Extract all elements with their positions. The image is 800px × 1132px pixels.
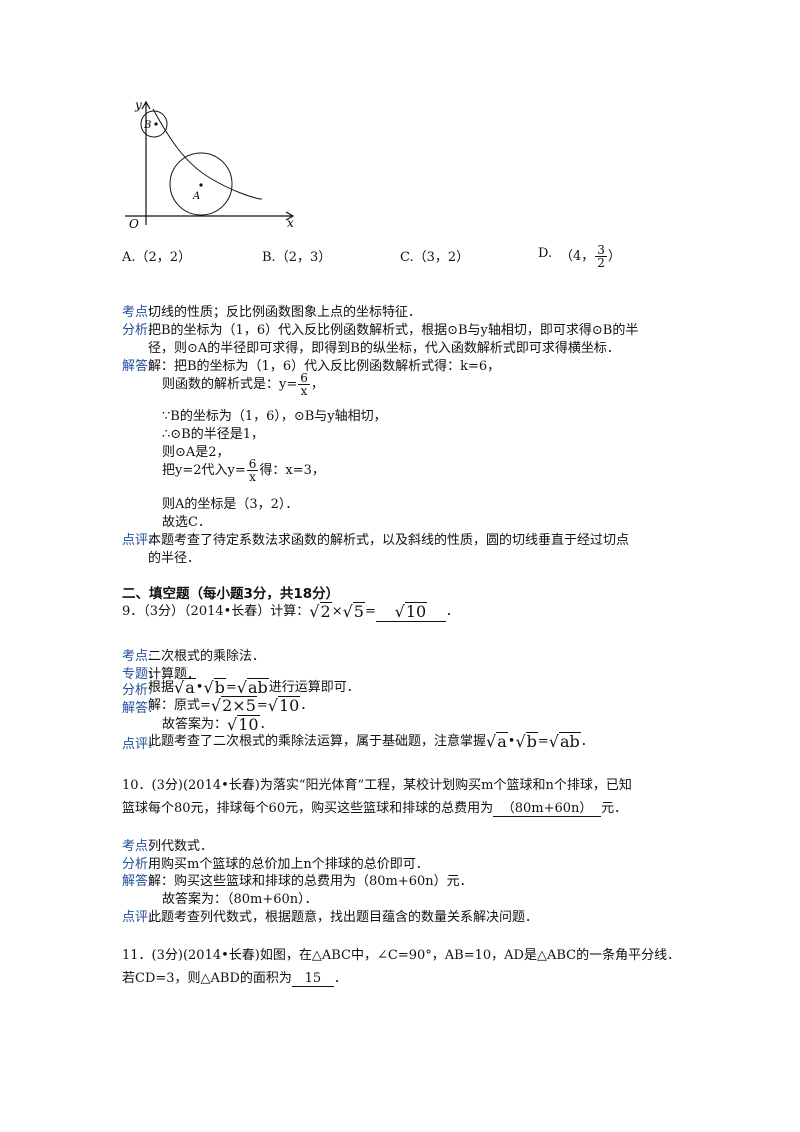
q8-dianping-tag: 点评: <box>122 533 153 548</box>
point-a <box>199 183 203 187</box>
q8-kaodian-tag: 考点: <box>122 305 153 320</box>
q8-jieda-3: ∵B的坐标为（1，6），⊙B与y轴相切， <box>162 409 387 424</box>
q9-fenxi-tag: 分析: <box>122 683 153 698</box>
q9-jieda: 解：原式=√2×5=√10． <box>148 696 314 715</box>
sqrt-2: √2 <box>309 602 332 621</box>
circle-b <box>140 110 168 138</box>
q8-kaodian: 切线的性质；反比例函数图象上点的坐标特征． <box>148 305 422 320</box>
q9-stem: 9．（3分）（2014•长春）计算：√2×√5=√10． <box>122 602 459 622</box>
graph-figure: y x O B A <box>125 98 295 231</box>
q10-jieda-tag: 解答: <box>122 874 153 889</box>
q9-dianping: 此题考查了二次根式的乘除法运算，属于基础题，注意掌握√a•√b=√ab． <box>148 732 594 751</box>
q10-jieda-2: 故答案为：（80m+60n）． <box>162 892 318 907</box>
y-axis-arrow <box>141 100 151 110</box>
q10-dianping-tag: 点评: <box>122 910 153 925</box>
q9-jieda-2: 故答案为：√10． <box>162 715 273 734</box>
option-b: B.（2，3） <box>262 250 332 265</box>
q8-jieda-5: 则⊙A是2， <box>162 445 230 460</box>
q10-fenxi: 用购买m个篮球的总价加上n个排球的总价即可． <box>148 857 429 872</box>
option-a: A.（2，2） <box>122 250 192 265</box>
hyperbola-curve <box>152 108 262 200</box>
q11-answer-blank: 15 <box>291 971 334 987</box>
q9-answer-blank: √10 <box>375 602 446 622</box>
y-label: y <box>134 98 142 112</box>
q10-answer-blank: （80m+60n） <box>493 797 602 817</box>
sqrt-5: √5 <box>342 602 365 621</box>
x-label: x <box>287 216 294 230</box>
q8-jieda-7: 则A的坐标是（3，2）． <box>162 497 299 512</box>
option-c: C.（3，2） <box>400 250 470 265</box>
q10-stem-2: 篮球每个80元，排球每个60元，购买这些篮球和排球的总费用为（80m+60n）元… <box>122 797 627 817</box>
q10-dianping: 此题考查列代数式，根据题意，找出题目蕴含的数量关系解决问题． <box>148 910 539 925</box>
q11-stem-1: 11．(3分)(2014•长春)如图，在△ABC中，∠C=90°，AB=10，A… <box>122 948 681 963</box>
point-b <box>154 122 158 126</box>
a-label: A <box>192 191 200 202</box>
x-axis-arrow <box>285 211 295 221</box>
q9-jieda-tag: 解答: <box>122 701 153 716</box>
q9-kaodian: 二次根式的乘除法． <box>148 649 266 664</box>
q9-fenxi: 根据√a•√b=√ab进行运算即可． <box>148 678 360 697</box>
q10-stem-1: 10．(3分)(2014•长春)为落实“阳光体育”工程，某校计划购买m个篮球和n… <box>122 778 632 793</box>
q8-fenxi-tag: 分析: <box>122 323 153 338</box>
q9-kaodian-tag: 考点: <box>122 649 153 664</box>
q9-zhuanti-tag: 专题: <box>122 667 153 682</box>
q8-fenxi-2: 径，则⊙A的半径即可求得，即得到B的纵坐标，代入函数解析式即可求得横坐标． <box>148 341 620 356</box>
q10-kaodian: 列代数式． <box>148 839 214 854</box>
origin-label: O <box>129 217 139 231</box>
q10-fenxi-tag: 分析: <box>122 857 153 872</box>
q8-jieda-4: ∴⊙B的半径是1， <box>162 427 264 442</box>
circle-a <box>169 152 233 216</box>
q10-jieda-1: 解：购买这些篮球和排球的总费用为（80m+60n）元． <box>148 874 473 889</box>
q9-dianping-tag: 点评: <box>122 737 153 752</box>
b-label: B <box>143 120 151 131</box>
q10-kaodian-tag: 考点: <box>122 839 153 854</box>
option-d-letter: D. <box>538 246 553 261</box>
q8-fenxi-1: 把B的坐标为（1，6）代入反比例函数解析式，根据⊙B与y轴相切，即可求得⊙B的半 <box>148 323 639 338</box>
section-title: 二、填空题（每小题3分，共18分） <box>122 586 340 602</box>
q8-dianping-2: 的半径． <box>148 551 201 566</box>
q8-jieda-tag: 解答: <box>122 359 153 374</box>
q8-jieda-8: 故选C． <box>162 515 211 530</box>
q8-dianping-1: 本题考查了待定系数法求函数的解析式，以及斜线的性质，圆的切线垂直于经过切点 <box>148 533 630 548</box>
q8-jieda-1: 解：把B的坐标为（1，6）代入反比例函数解析式得：k=6， <box>148 359 501 374</box>
